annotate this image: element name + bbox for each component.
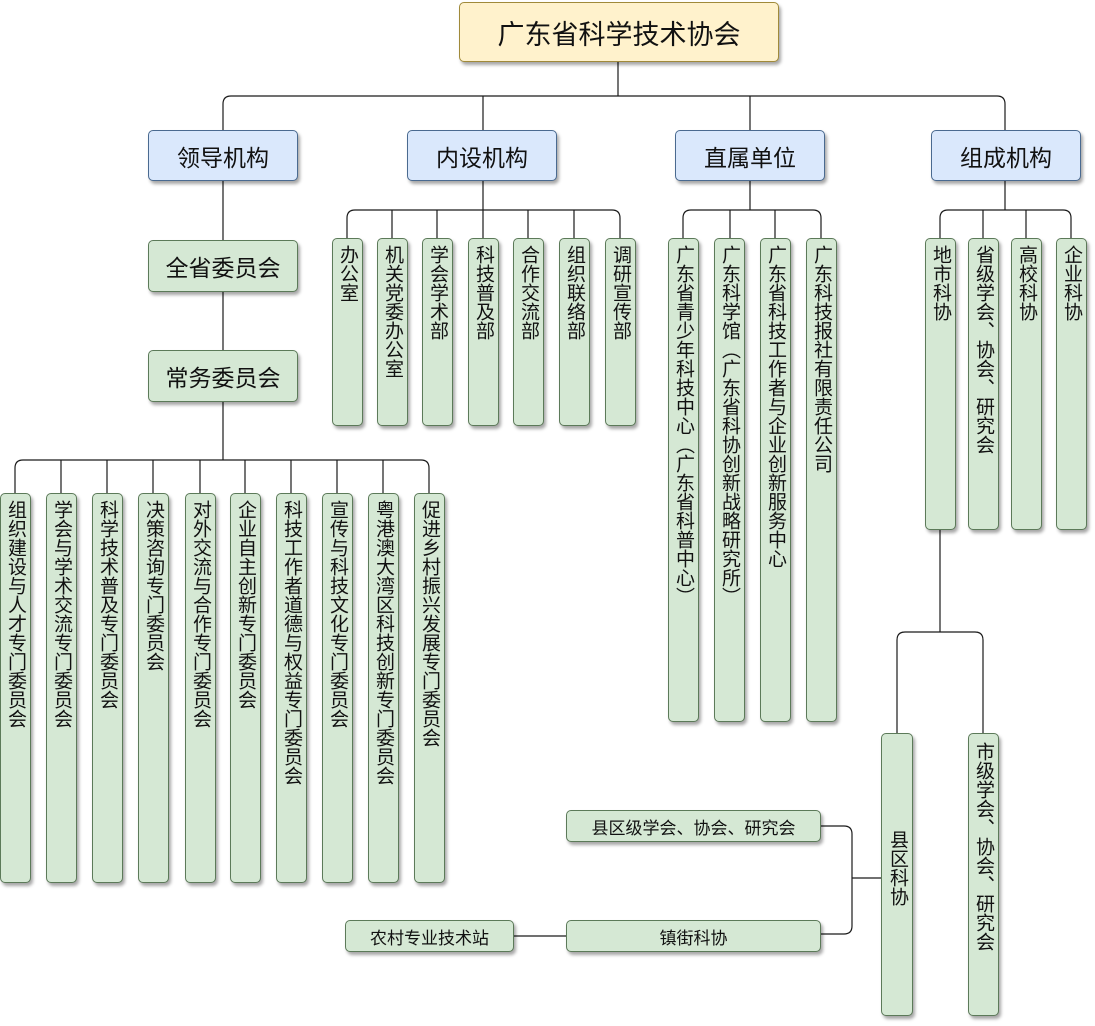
- category-internal: 内设机构: [407, 130, 557, 181]
- special-committee: 粤港澳大湾区科技创新专门委员会: [368, 493, 399, 883]
- provincial-committee: 全省委员会: [148, 240, 298, 292]
- internal-dept: 学会学术部: [422, 238, 453, 426]
- county-association: 县区科协: [881, 733, 913, 1016]
- member-org: 高校科协: [1011, 238, 1042, 530]
- county-societies: 县区级学会、协会、研究会: [566, 810, 821, 842]
- direct-unit: 广东省青少年科技中心（广东省科普中心）: [668, 238, 699, 722]
- special-committee: 科学技术普及专门委员会: [92, 493, 123, 883]
- special-committee: 科技工作者道德与权益专门委员会: [276, 493, 307, 883]
- internal-dept: 调研宣传部: [605, 238, 636, 426]
- category-members: 组成机构: [931, 130, 1081, 181]
- special-committee: 促进乡村振兴发展专门委员会: [414, 493, 445, 883]
- direct-unit: 广东省科技工作者与企业创新服务中心: [760, 238, 791, 722]
- direct-unit: 广东科技报社有限责任公司: [806, 238, 837, 722]
- rural-station: 农村专业技术站: [345, 920, 514, 952]
- member-org: 地市科协: [925, 238, 956, 530]
- special-committee: 对外交流与合作专门委员会: [185, 493, 216, 883]
- special-committee: 宣传与科技文化专门委员会: [322, 493, 353, 883]
- special-committee: 企业自主创新专门委员会: [230, 493, 261, 883]
- special-committee: 决策咨询专门委员会: [138, 493, 169, 883]
- category-leadership: 领导机构: [148, 130, 298, 181]
- internal-dept: 组织联络部: [559, 238, 590, 426]
- member-org: 省级学会、协会、研究会: [968, 238, 999, 530]
- member-org: 企业科协: [1056, 238, 1087, 530]
- special-committee: 学会与学术交流专门委员会: [46, 493, 77, 883]
- internal-dept: 办公室: [332, 238, 363, 426]
- special-committee: 组织建设与人才专门委员会: [0, 493, 31, 883]
- city-societies: 市级学会、协会、研究会: [968, 733, 999, 1016]
- internal-dept: 机关党委办公室: [377, 238, 408, 426]
- category-direct: 直属单位: [675, 130, 825, 181]
- internal-dept: 合作交流部: [513, 238, 544, 426]
- root-node: 广东省科学技术协会: [459, 2, 779, 62]
- internal-dept: 科技普及部: [468, 238, 499, 426]
- town-association: 镇街科协: [566, 920, 821, 952]
- direct-unit: 广东科学馆（广东省科协创新战略研究所）: [714, 238, 745, 722]
- standing-committee: 常务委员会: [148, 350, 298, 402]
